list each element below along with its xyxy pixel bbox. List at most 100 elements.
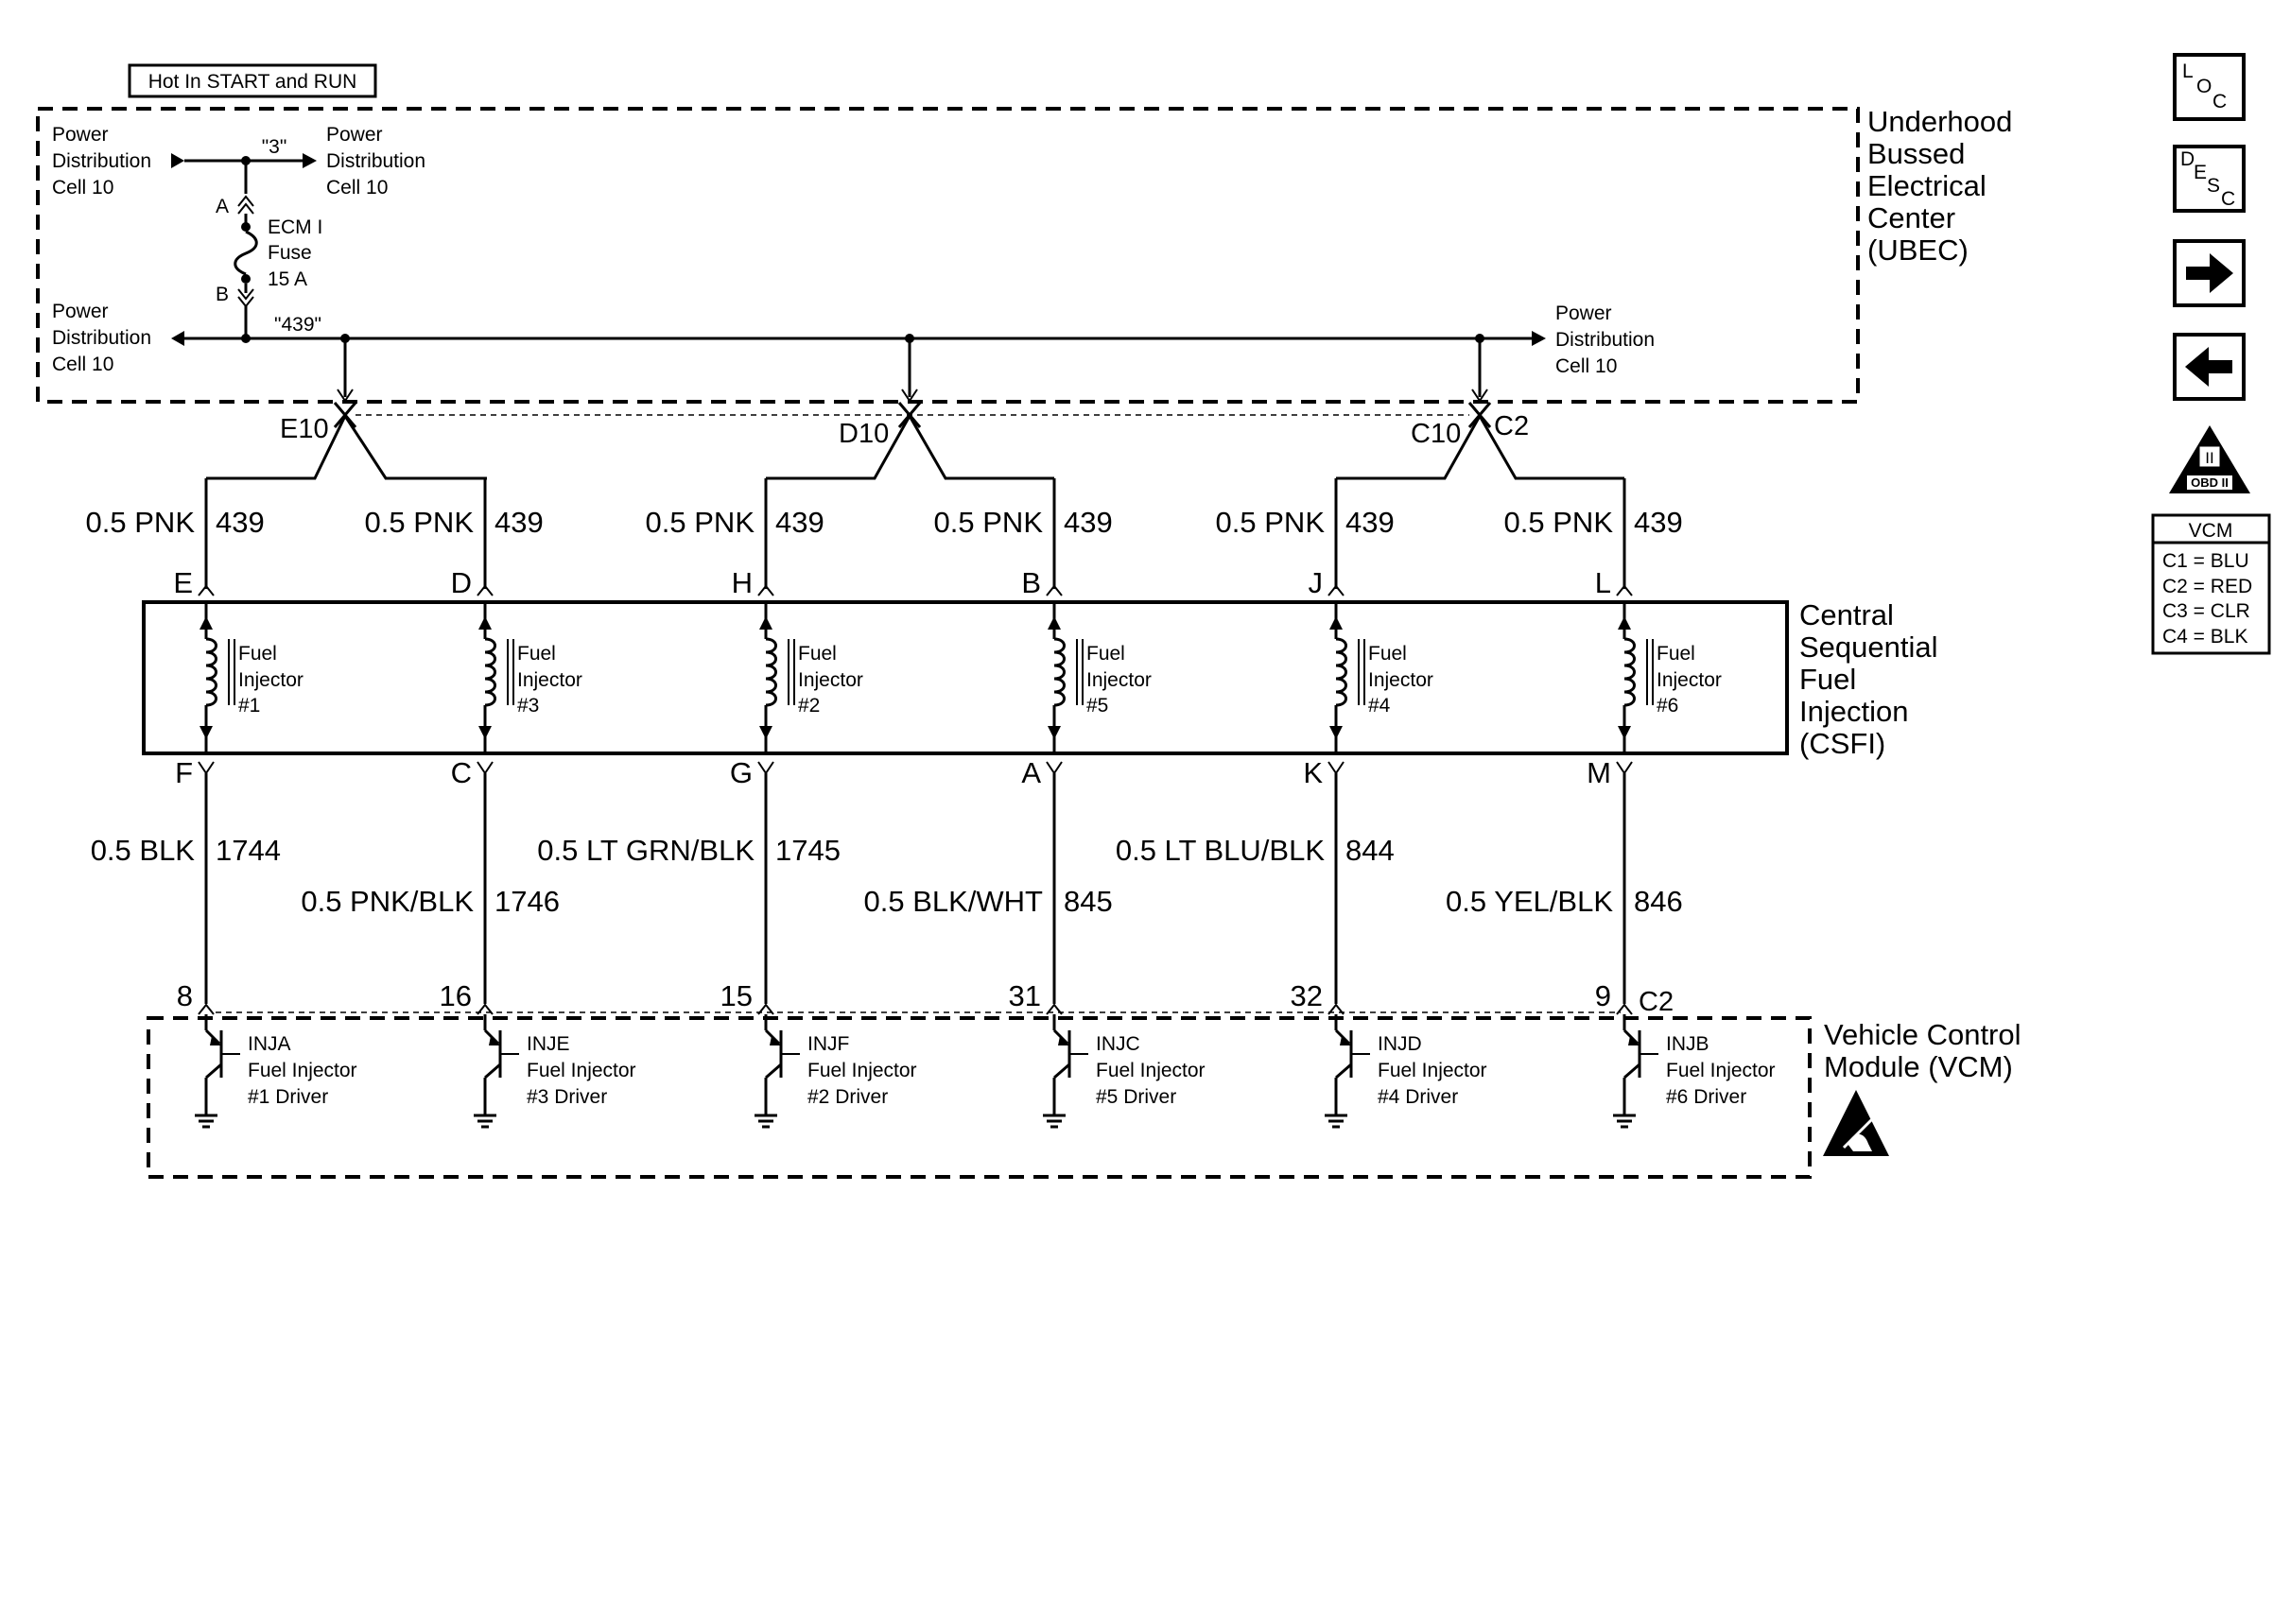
prev-button[interactable] [2173,333,2246,401]
driver-label-line: INJC [1096,1033,1140,1055]
injector-label-line: #6 [1657,695,1678,717]
injector-label-line: #4 [1368,695,1391,717]
circuit-number: 844 [1345,834,1395,867]
vcm-legend-row: C4 = BLK [2162,626,2247,648]
driver-label-line: #2 Driver [807,1086,888,1108]
vcm-title-line: Module (VCM) [1824,1050,2013,1083]
circuit-number: 1745 [775,834,841,867]
driver-label-line: INJB [1666,1033,1709,1055]
splice-d10: D10 [766,402,1054,480]
power-distribution-top-left: Power Distribution Cell 10 [52,124,151,199]
circuit-number: 439 [775,506,824,539]
desc-button[interactable]: D E S C [2173,145,2246,213]
power-distribution-top-right: Power Distribution Cell 10 [326,124,425,199]
csfi-title-line: Injection [1799,695,1908,728]
obd-ii-icon: II OBD II [2169,425,2250,493]
driver-label-line: #3 Driver [527,1086,607,1108]
loc-letter: C [2212,91,2227,112]
csfi-title-line: Fuel [1799,663,1856,696]
fuse-label-line: Fuse [268,242,312,264]
terminal-top [477,584,494,596]
loc-button[interactable]: L O C [2173,53,2246,121]
injector-coil-icon [1623,637,1636,707]
injector-coil-icon [765,637,777,707]
wire-color-label: 0.5 LT BLU/BLK [1116,834,1325,867]
obd-roman: II [2205,449,2213,467]
terminal-bottom [198,761,215,775]
pd-line: Distribution [1555,329,1655,351]
ubec-box [36,107,1860,404]
csfi-title: Central Sequential Fuel Injection (CSFI) [1799,598,1938,760]
driver-label-line: Fuel Injector [527,1060,636,1081]
terminal-bottom [1046,761,1063,775]
ubec-title-line: Bussed [1867,137,1965,170]
transistor-driver-icon [755,1014,800,1129]
wire-color-label: 0.5 PNK [86,506,196,539]
pd-line: Power [52,301,109,322]
splice-e10: E10 [206,402,487,480]
driver-label-line: Fuel Injector [248,1060,357,1081]
wire-color-label: 0.5 PNK/BLK [301,885,474,918]
driver-label-line: #1 Driver [248,1086,328,1108]
injector-label-line: Fuel [1086,643,1125,665]
wire-color-label: 0.5 PNK [646,506,755,539]
transistor-driver-icon [195,1014,240,1129]
fuse-terminal-a: A [216,196,229,217]
splice-label: E10 [280,414,329,444]
pd-line: Distribution [326,150,425,172]
pin-label: F [175,756,193,789]
terminal-top [1616,584,1633,596]
pd-line: Power [52,124,109,146]
vcm-pin-label: 15 [720,979,753,1012]
wire-color-label: 0.5 BLK [91,834,196,867]
hot-label-text: Hot In START and RUN [148,71,357,93]
desc-letter: C [2221,188,2235,210]
pin-label: J [1309,566,1324,599]
circuit-number: 439 [495,506,544,539]
vcm-box [147,1016,1812,1179]
injector-coil-icon [1335,637,1347,707]
injector-label-line: Injector [238,669,304,691]
driver-label-line: #4 Driver [1378,1086,1458,1108]
wire-color-label: 0.5 LT GRN/BLK [537,834,755,867]
vcm-connector-label: C2 [1639,987,1674,1017]
pin-label: H [732,566,753,599]
pin-label: M [1587,756,1611,789]
transistor-driver-icon [1043,1014,1088,1129]
vcm-title: Vehicle Control Module (VCM) [1824,1018,2021,1083]
ubec-title-line: (UBEC) [1867,233,1969,267]
pd-line: Cell 10 [52,177,113,199]
pin-label: D [451,566,472,599]
pin-label: A [1021,756,1041,789]
circuit-number: 1744 [216,834,281,867]
esd-warning-icon [1823,1090,1889,1156]
terminal-top [1327,584,1345,596]
pd-line: Power [1555,302,1612,324]
driver-label-line: #5 Driver [1096,1086,1176,1108]
wire-color-label: 0.5 PNK [365,506,475,539]
desc-letter: S [2207,175,2220,197]
loc-letter: L [2182,60,2194,82]
circuit-number: 845 [1064,885,1113,918]
vcm-legend-header: VCM [2189,520,2233,542]
csfi-title-line: (CSFI) [1799,727,1885,760]
pd-line: Power [326,124,383,146]
obd-label: OBD II [2191,475,2229,490]
circuit-number: 439 [216,506,265,539]
driver-label-line: INJD [1378,1033,1422,1055]
injector-label-line: Fuel [517,643,556,665]
next-button[interactable] [2173,239,2246,307]
csfi-box [142,600,1789,755]
power-distribution-bottom-left: Power Distribution Cell 10 [52,301,151,375]
hot-label: Hot In START and RUN [128,63,377,98]
driver-label-line: Fuel Injector [1378,1060,1487,1081]
injector-coil-icon [484,637,496,707]
ubec-title-line: Electrical [1867,169,1987,202]
injector-coil-icon [1053,637,1066,707]
injector-label-line: Fuel [238,643,277,665]
desc-letter: D [2180,148,2195,170]
loc-letter: O [2196,76,2212,97]
feed-wire-top: "3" [171,136,317,168]
circuit-number: 439 [1345,506,1395,539]
